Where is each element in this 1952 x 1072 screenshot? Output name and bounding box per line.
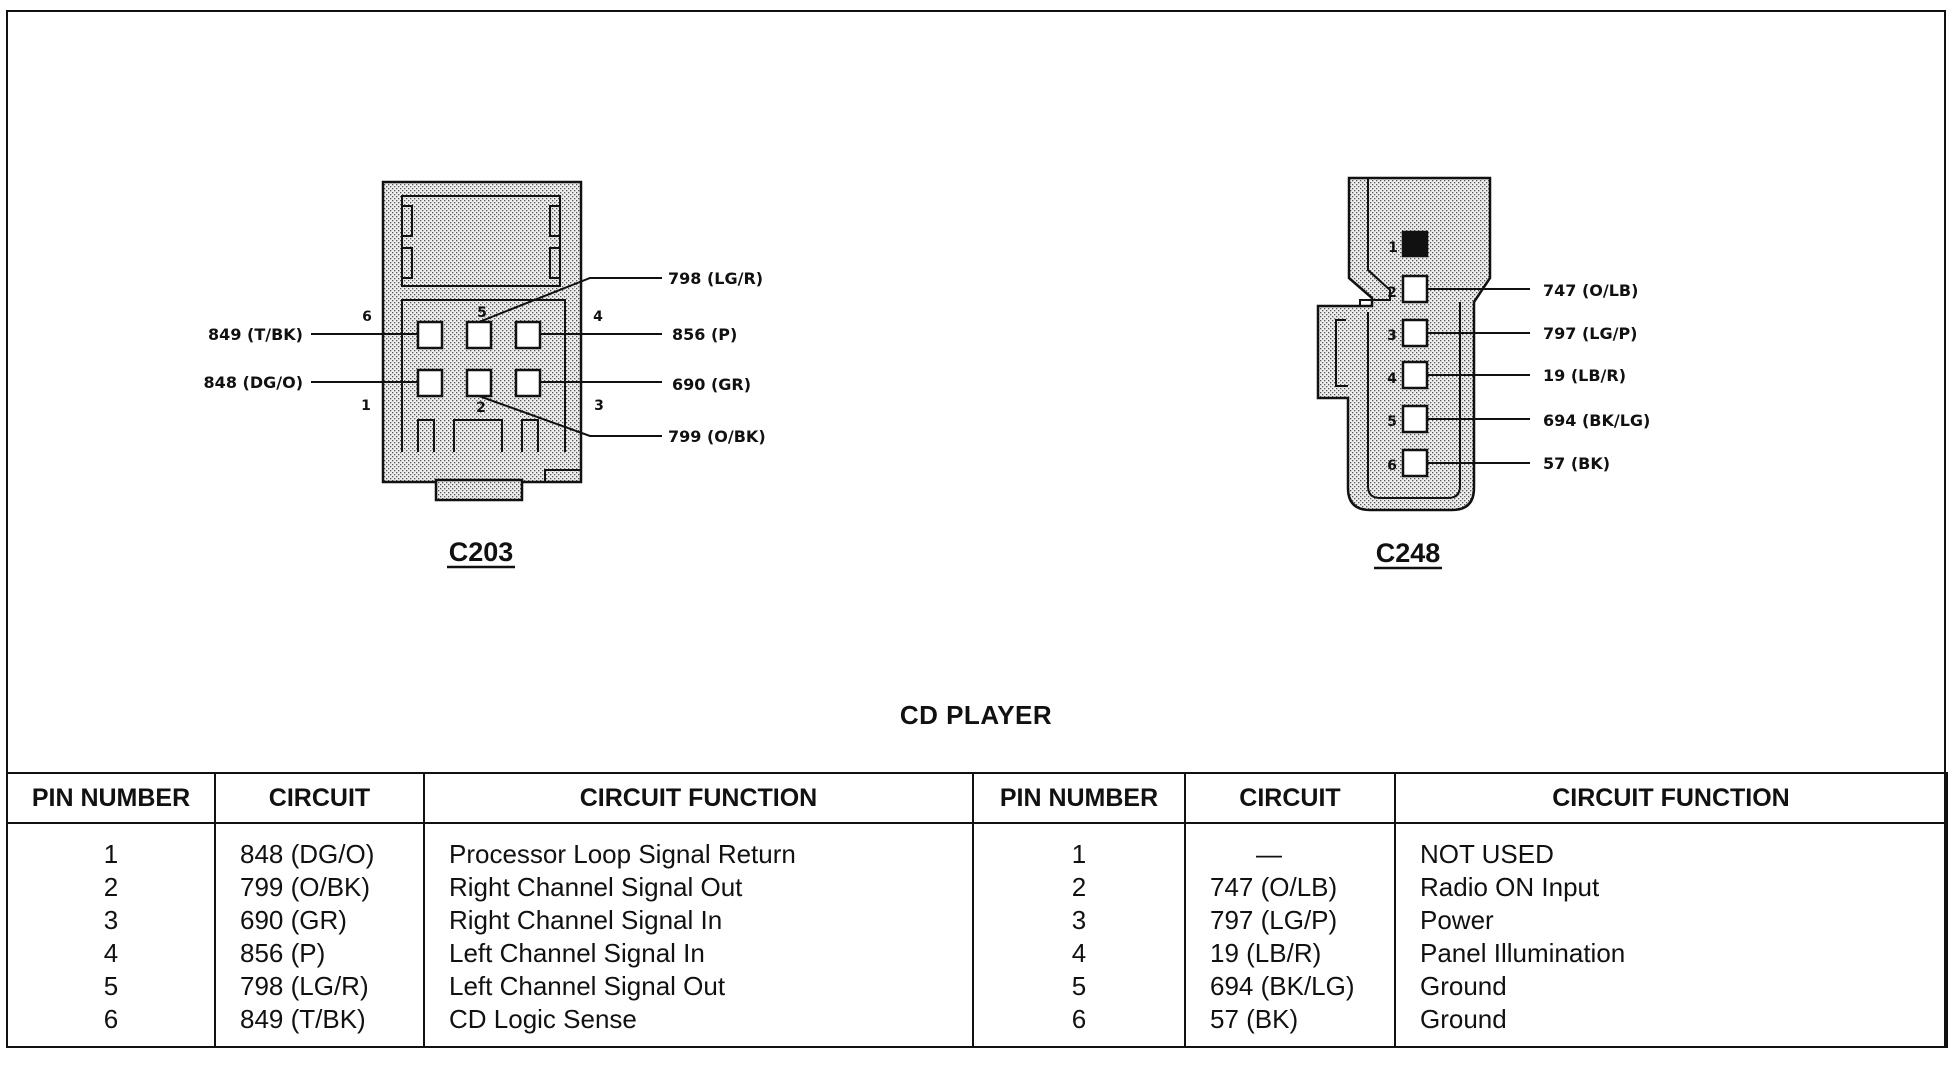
table-cell: 3 [1071, 905, 1087, 935]
c248-pin-label-2: 2 [1387, 285, 1397, 301]
header-pin-number-left: PIN NUMBER [6, 772, 216, 824]
c248-wire-label-57: 57 (BK) [1543, 454, 1610, 473]
table-cell: NOT USED [1420, 839, 1554, 869]
c248-terminal-2 [1401, 274, 1429, 304]
table-cell: — [1256, 839, 1282, 869]
c203-terminal-3 [514, 368, 542, 398]
table-cell: Right Channel Signal In [449, 905, 723, 935]
table-cell: CD Logic Sense [449, 1004, 637, 1034]
table-cell: 19 (LB/R) [1210, 938, 1322, 968]
c203-pin-label-2: 2 [476, 400, 486, 416]
connector-diagrams: 798 (LG/R) 849 (T/BK) 856 (P) 848 (DG/O)… [204, 176, 1650, 570]
c248-pin-label-5: 5 [1387, 414, 1397, 430]
c203-terminal-2 [465, 368, 493, 398]
c248-terminal-1 [1401, 230, 1429, 258]
c203-wire-label-798: 798 (LG/R) [668, 269, 763, 288]
c248-pin-label-6: 6 [1387, 458, 1397, 474]
c203-wire-label-690: 690 (GR) [672, 375, 751, 394]
right-pin-column: 1 2 3 4 5 6 [972, 823, 1186, 1048]
table-cell: 5 [1071, 971, 1087, 1001]
table-cell: Processor Loop Signal Return [449, 839, 796, 869]
table-cell: 5 [103, 971, 119, 1001]
c248-terminal-5 [1401, 404, 1429, 434]
table-cell: 798 (LG/R) [240, 971, 369, 1001]
table-cell: 4 [103, 938, 119, 968]
c248-pin-label-1: 1 [1388, 240, 1398, 256]
c203-latch-window [401, 195, 561, 287]
table-cell: Left Channel Signal In [449, 938, 705, 968]
table-cell: Power [1420, 905, 1494, 935]
c248-pin-label-4: 4 [1387, 371, 1397, 387]
diagram-caption: CD PLAYER [899, 700, 1053, 730]
header-circuit-left: CIRCUIT [214, 772, 425, 824]
header-circuit-function-right: CIRCUIT FUNCTION [1394, 772, 1948, 824]
table-cell: 6 [1071, 1004, 1087, 1034]
c203-pin-label-1: 1 [361, 398, 371, 414]
connector-c203: 798 (LG/R) 849 (T/BK) 856 (P) 848 (DG/O)… [204, 180, 766, 569]
table-cell: 6 [103, 1004, 119, 1034]
c248-wire-label-694: 694 (BK/LG) [1543, 411, 1650, 430]
connector-c248: 1 2 3 4 5 6 747 (O/LB) 797 (LG/P) 19 (LB… [1316, 176, 1650, 570]
c203-terminal-1 [416, 368, 444, 398]
table-cell: 856 (P) [240, 938, 326, 968]
pin-table-body: 1 2 3 4 5 6 848 (DG/O) 799 (O/BK) 690 (G… [6, 823, 1948, 1048]
right-function-column: NOT USED Radio ON Input Power Panel Illu… [1394, 823, 1948, 1048]
header-pin-number-right: PIN NUMBER [972, 772, 1186, 824]
table-cell: 3 [103, 905, 119, 935]
table-cell: Ground [1420, 1004, 1507, 1034]
table-cell: 1 [1071, 839, 1087, 869]
c248-connector-name: C248 [1376, 538, 1441, 568]
left-function-column: Processor Loop Signal Return Right Chann… [423, 823, 974, 1048]
diagram-frame [6, 10, 1946, 1048]
table-cell: Left Channel Signal Out [449, 971, 726, 1001]
c203-wire-label-856: 856 (P) [672, 325, 737, 344]
table-cell: 690 (GR) [240, 905, 347, 935]
c203-terminal-5 [465, 320, 493, 350]
table-cell: Radio ON Input [1420, 872, 1600, 902]
table-cell: 799 (O/BK) [240, 872, 371, 902]
table-cell: Ground [1420, 971, 1507, 1001]
c203-wire-label-849: 849 (T/BK) [208, 325, 303, 344]
c203-terminal-4 [514, 320, 542, 350]
c248-terminal-6 [1401, 448, 1429, 478]
pin-table-header-row: PIN NUMBER CIRCUIT CIRCUIT FUNCTION PIN … [6, 772, 1948, 824]
c203-pin-label-6: 6 [362, 309, 372, 325]
c248-terminal-3 [1401, 318, 1429, 348]
table-cell: 747 (O/LB) [1210, 872, 1338, 902]
left-pin-column: 1 2 3 4 5 6 [6, 823, 216, 1048]
c203-wire-label-799: 799 (O/BK) [668, 427, 766, 446]
c203-bottom-tab [434, 478, 524, 502]
table-cell: Right Channel Signal Out [449, 872, 743, 902]
left-circuit-column: 848 (DG/O) 799 (O/BK) 690 (GR) 856 (P) 7… [214, 823, 425, 1048]
table-cell: 797 (LG/P) [1210, 905, 1338, 935]
c248-wire-label-19: 19 (LB/R) [1543, 366, 1626, 385]
c248-wire-label-797: 797 (LG/P) [1543, 324, 1638, 343]
table-cell: 57 (BK) [1210, 1004, 1299, 1034]
table-cell: 849 (T/BK) [240, 1004, 366, 1034]
c203-pin-label-4: 4 [593, 309, 603, 325]
table-cell: 2 [103, 872, 119, 902]
c203-connector-name: C203 [449, 537, 514, 567]
table-cell: 848 (DG/O) [240, 839, 375, 869]
table-cell: Panel Illumination [1420, 938, 1626, 968]
right-circuit-column: — 747 (O/LB) 797 (LG/P) 19 (LB/R) 694 (B… [1184, 823, 1396, 1048]
table-cell: 1 [103, 839, 119, 869]
table-cell: 4 [1071, 938, 1087, 968]
c248-pin-label-3: 3 [1387, 328, 1397, 344]
c203-pin-label-5: 5 [477, 305, 487, 321]
table-cell: 2 [1071, 872, 1087, 902]
c203-wire-label-848: 848 (DG/O) [204, 373, 303, 392]
header-circuit-function-left: CIRCUIT FUNCTION [423, 772, 974, 824]
c203-terminal-6 [416, 320, 444, 350]
pin-table: PIN NUMBER CIRCUIT CIRCUIT FUNCTION PIN … [6, 772, 1948, 1048]
c248-terminal-4 [1401, 360, 1429, 390]
header-circuit-right: CIRCUIT [1184, 772, 1396, 824]
table-cell: 694 (BK/LG) [1210, 971, 1355, 1001]
c203-pin-label-3: 3 [594, 398, 604, 414]
c248-wire-label-747: 747 (O/LB) [1543, 281, 1638, 300]
